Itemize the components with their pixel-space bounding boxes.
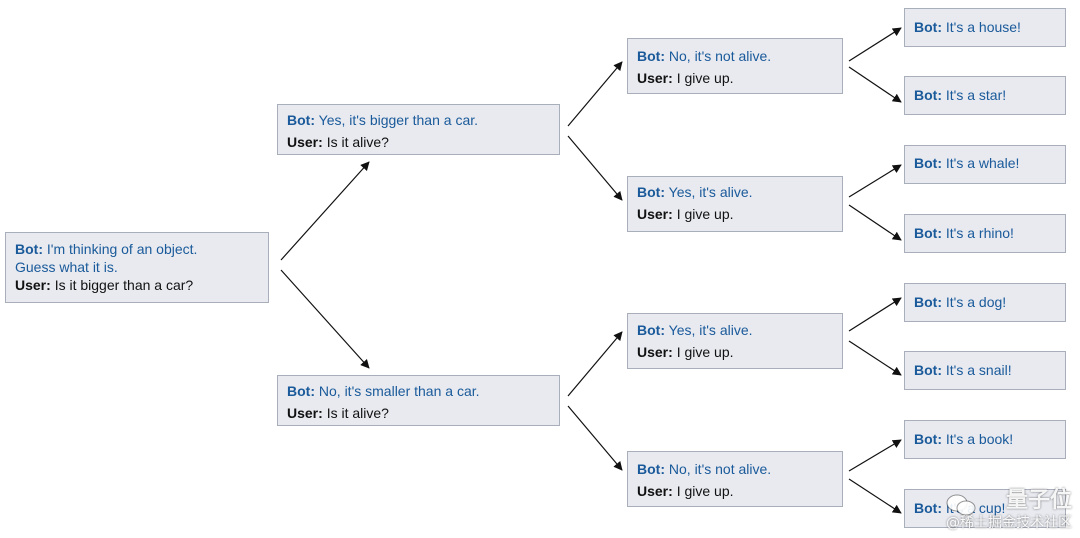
small-not-alive-user-text: I give up. [676,483,734,499]
arrow-to-book [848,439,902,472]
user-speaker: User: [637,206,673,222]
bot-speaker: Bot: [914,19,942,35]
bot-speaker: Bot: [914,431,942,447]
bot-speaker: Bot: [914,500,942,516]
bot-speaker: Bot: [914,362,942,378]
small-alive-user-text: I give up. [676,344,734,360]
arrow-to-house [848,27,902,62]
bot-speaker: Bot: [287,112,315,128]
bot-speaker: Bot: [914,155,942,171]
node-big-alive: Bot: Yes, it's alive. User: I give up. [627,176,843,232]
smaller-bot-text: No, it's smaller than a car. [318,383,480,399]
user-speaker: User: [637,344,673,360]
small-alive-bot-line: Bot: Yes, it's alive. [637,321,833,339]
big-not-alive-user-line: User: I give up. [637,69,833,87]
root-bot-line-1: Bot: I'm thinking of an object. [15,240,259,258]
bot-speaker: Bot: [914,225,942,241]
user-speaker: User: [15,277,51,293]
user-speaker: User: [637,483,673,499]
leaf-cup: Bot: It's a cup! [904,489,1066,528]
smaller-user-line: User: Is it alive? [287,404,550,422]
bot-speaker: Bot: [637,184,665,200]
bot-speaker: Bot: [287,383,315,399]
small-not-alive-bot-text: No, it's not alive. [668,461,772,477]
node-small-alive: Bot: Yes, it's alive. User: I give up. [627,313,843,369]
arrow-root-to-smaller [280,269,370,369]
arrow-bigger-to-not-alive [567,61,623,127]
big-not-alive-bot-text: No, it's not alive. [668,48,772,64]
root-bot-text-1: I'm thinking of an object. [46,241,198,257]
big-not-alive-user-text: I give up. [676,70,734,86]
bot-speaker: Bot: [637,322,665,338]
node-smaller: Bot: No, it's smaller than a car. User: … [277,375,560,426]
bot-speaker: Bot: [15,241,43,257]
root-bot-text-2: Guess what it is. [15,259,118,275]
big-alive-bot-line: Bot: Yes, it's alive. [637,183,833,201]
bot-speaker: Bot: [914,294,942,310]
arrow-to-cup [848,478,902,514]
arrow-to-rhino [848,204,902,241]
leaf-dog-text: It's a dog! [945,294,1007,310]
leaf-rhino: Bot: It's a rhino! [904,214,1066,253]
arrow-root-to-bigger [280,161,370,261]
user-speaker: User: [287,405,323,421]
leaf-whale-text: It's a whale! [945,155,1020,171]
arrow-smaller-to-not-alive [567,405,623,471]
arrow-to-star [848,66,902,103]
user-speaker: User: [637,70,673,86]
leaf-star-text: It's a star! [945,87,1007,103]
user-speaker: User: [287,134,323,150]
root-user-line: User: Is it bigger than a car? [15,276,259,294]
small-alive-user-line: User: I give up. [637,343,833,361]
root-user-text: Is it bigger than a car? [54,277,194,293]
leaf-dog: Bot: It's a dog! [904,283,1066,322]
arrow-bigger-to-alive [567,135,623,201]
node-big-not-alive: Bot: No, it's not alive. User: I give up… [627,38,843,94]
node-root: Bot: I'm thinking of an object. Guess wh… [5,232,269,303]
leaf-house-text: It's a house! [945,19,1021,35]
bot-speaker: Bot: [914,87,942,103]
bigger-user-line: User: Is it alive? [287,133,550,151]
leaf-rhino-text: It's a rhino! [945,225,1014,241]
wechat-icon [946,494,976,516]
leaf-snail-text: It's a snail! [945,362,1012,378]
leaf-whale: Bot: It's a whale! [904,145,1066,184]
arrow-to-whale [848,164,902,198]
node-small-not-alive: Bot: No, it's not alive. User: I give up… [627,451,843,507]
watermark-site: @稀土掘金技术社区 [946,515,1072,531]
arrow-smaller-to-alive [567,331,623,397]
bigger-bot-line: Bot: Yes, it's bigger than a car. [287,111,550,129]
big-alive-user-line: User: I give up. [637,205,833,223]
leaf-book-text: It's a book! [945,431,1014,447]
leaf-book: Bot: It's a book! [904,420,1066,459]
smaller-user-text: Is it alive? [326,405,389,421]
small-not-alive-user-line: User: I give up. [637,482,833,500]
bot-speaker: Bot: [637,48,665,64]
small-alive-bot-text: Yes, it's alive. [668,322,753,338]
bigger-user-text: Is it alive? [326,134,389,150]
watermark-brand: 量子位 [1005,488,1072,513]
bigger-bot-text: Yes, it's bigger than a car. [318,112,479,128]
big-alive-user-text: I give up. [676,206,734,222]
node-bigger: Bot: Yes, it's bigger than a car. User: … [277,104,560,155]
small-not-alive-bot-line: Bot: No, it's not alive. [637,460,833,478]
arrow-to-dog [848,297,902,332]
big-not-alive-bot-line: Bot: No, it's not alive. [637,47,833,65]
watermark: 量子位 @稀土掘金技术社区 [946,488,1072,532]
bot-speaker: Bot: [637,461,665,477]
leaf-star: Bot: It's a star! [904,76,1066,115]
smaller-bot-line: Bot: No, it's smaller than a car. [287,382,550,400]
leaf-snail: Bot: It's a snail! [904,351,1066,390]
big-alive-bot-text: Yes, it's alive. [668,184,753,200]
arrow-to-snail [848,340,902,376]
leaf-house: Bot: It's a house! [904,8,1066,47]
